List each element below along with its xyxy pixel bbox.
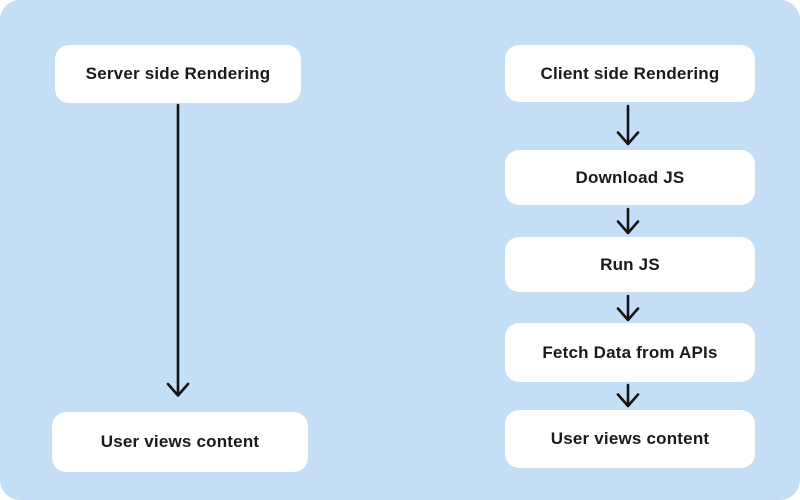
node-run-js: Run JS <box>505 237 755 292</box>
node-label: User views content <box>100 432 260 451</box>
node-csr-user-views-content: User views content <box>505 410 755 468</box>
node-label: User views content <box>550 429 710 448</box>
node-client-side-rendering: Client side Rendering <box>505 45 755 102</box>
node-server-side-rendering: Server side Rendering <box>55 45 301 103</box>
node-label: Download JS <box>575 167 685 187</box>
node-label: Run JS <box>600 254 660 274</box>
node-download-js: Download JS <box>505 150 755 205</box>
node-label: Server side Rendering <box>85 64 271 83</box>
node-fetch-data-from-apis: Fetch Data from APIs <box>505 323 755 382</box>
node-ssr-user-views-content: User views content <box>52 412 308 472</box>
node-label: Client side Rendering <box>540 63 720 83</box>
node-label: Fetch Data from APIs <box>542 342 718 362</box>
